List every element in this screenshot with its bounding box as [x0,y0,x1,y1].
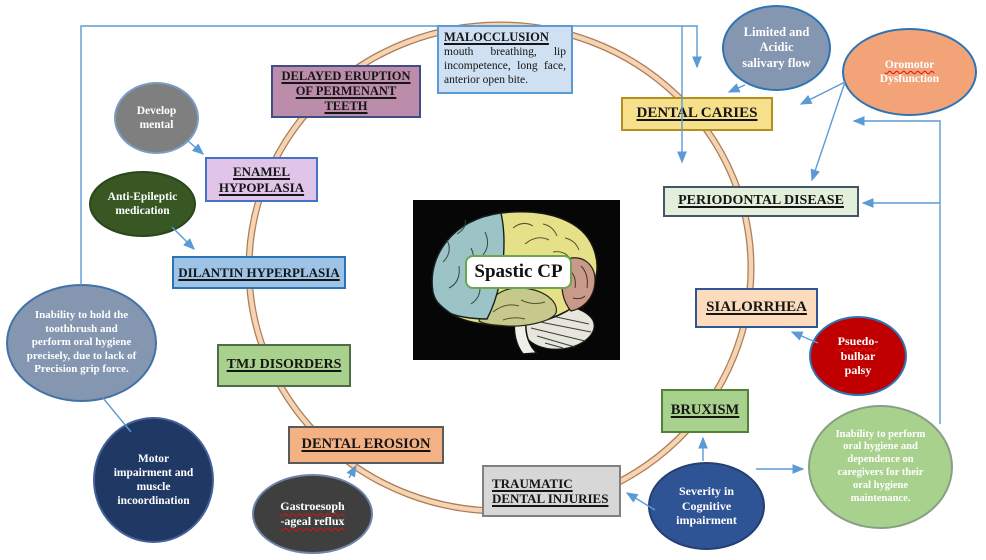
node-dental-erosion: DENTAL EROSION [288,426,444,464]
factor-limited-saliva-text: Limited and Acidic salivary flow [742,25,811,70]
node-periodontal-disease: PERIODONTAL DISEASE [663,186,859,217]
factor-oromotor-line1: Oromotor [884,58,935,71]
factor-inability-perform-text: Inability to perform oral hygiene and de… [835,428,926,504]
node-dental-erosion-title: DENTAL EROSION [301,436,431,453]
factor-developmental-text: Develop mental [136,104,177,131]
node-dental-caries-title: DENTAL CARIES [636,105,758,122]
node-sialorrhea: SIALORRHEA [695,288,818,328]
node-malocclusion-title: MALOCCLUSION [444,30,549,44]
factor-motor-impairment-text: Motor impairment and muscle incoordinati… [113,452,194,508]
node-enamel-hypoplasia-title: ENAMEL HYPOPLASIA [218,164,305,195]
node-traumatic-injuries-title: TRAUMATIC DENTAL INJURIES [492,475,609,506]
spastic-cp-label: Spastic CP [465,255,572,289]
factor-gastro-reflux-line1: Gastroesoph [280,499,345,514]
node-periodontal-disease-title: PERIODONTAL DISEASE [678,193,844,209]
node-dilantin-hyperplasia-title: DILANTIN HYPERPLASIA [178,264,340,280]
node-malocclusion: MALOCCLUSION mouth breathing, lip incomp… [437,25,573,94]
factor-severity-cognitive: Severity in Cognitive impairment [648,462,765,550]
spastic-cp-text: Spastic CP [474,261,563,282]
node-dental-caries: DENTAL CARIES [621,97,773,131]
node-sialorrhea-title: SIALORRHEA [706,299,807,316]
factor-inability-hold-text: Inability to hold the toothbrush and per… [26,309,137,376]
node-bruxism-title: BRUXISM [670,402,740,419]
factor-psuedobulbar: Psuedo- bulbar palsy [809,316,907,396]
brain-image: Spastic CP [413,200,620,360]
factor-oromotor-line2: Dysfunction [879,73,940,85]
factor-oromotor: Oromotor Dysfunction [842,28,977,116]
node-bruxism: BRUXISM [661,389,749,433]
node-dilantin-hyperplasia: DILANTIN HYPERPLASIA [172,256,346,289]
node-delayed-eruption-title: DELAYED ERUPTION OF PERMENANT TEETH [281,69,411,113]
node-traumatic-injuries: TRAUMATIC DENTAL INJURIES [482,465,621,517]
node-tmj-disorders-title: TMJ DISORDERS [226,357,342,373]
factor-gastro-reflux-line2: -ageal reflux [280,514,345,528]
factor-gastro-reflux: Gastroesoph -ageal reflux [252,474,373,554]
node-enamel-hypoplasia: ENAMEL HYPOPLASIA [205,157,318,202]
factor-anti-epileptic: Anti-Epileptic medication [89,171,196,237]
node-malocclusion-body: mouth breathing, lip incompetence, long … [444,45,566,86]
factor-severity-cognitive-text: Severity in Cognitive impairment [676,484,737,528]
factor-psuedobulbar-line2: bulbar [840,348,876,363]
node-tmj-disorders: TMJ DISORDERS [217,344,351,387]
factor-inability-perform: Inability to perform oral hygiene and de… [808,405,953,529]
factor-developmental: Develop mental [114,82,199,154]
factor-limited-saliva: Limited and Acidic salivary flow [722,5,831,91]
factor-psuedobulbar-line3: palsy [844,363,872,378]
factor-psuedobulbar-line1: Psuedo- [837,334,879,349]
factor-motor-impairment: Motor impairment and muscle incoordinati… [93,417,214,543]
node-delayed-eruption: DELAYED ERUPTION OF PERMENANT TEETH [271,65,421,118]
factor-anti-epileptic-text: Anti-Epileptic medication [107,190,178,217]
factor-inability-hold: Inability to hold the toothbrush and per… [6,284,157,402]
